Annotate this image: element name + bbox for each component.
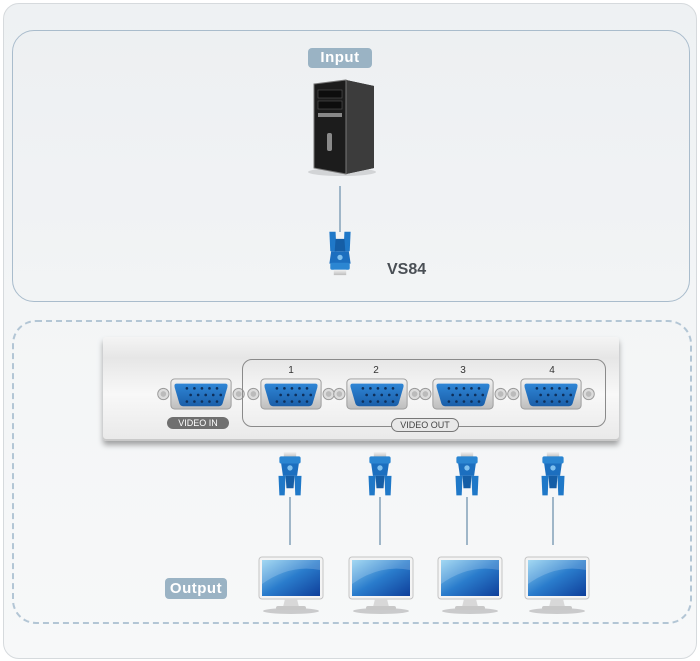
port-number-2: 2 xyxy=(373,365,379,376)
video-out-port-1-icon xyxy=(245,378,337,410)
monitor-3-icon xyxy=(437,556,503,614)
vga-plug-output-2-icon xyxy=(365,452,395,498)
vga-plug-output-1-icon xyxy=(275,452,305,498)
port-number-1: 1 xyxy=(288,365,294,376)
monitor-4-icon xyxy=(524,556,590,614)
output-panel xyxy=(12,320,692,624)
port-number-4: 4 xyxy=(549,365,555,376)
monitor-2-icon xyxy=(348,556,414,614)
video-out-port-3-icon xyxy=(417,378,509,410)
input-cable xyxy=(339,186,341,232)
output-cable-2 xyxy=(379,497,381,545)
monitor-1-icon xyxy=(258,556,324,614)
video-out-port-4-icon xyxy=(505,378,597,410)
output-cable-1 xyxy=(289,497,291,545)
vs84-switch: VIDEO IN 1 2 3 4 VIDEO OUT xyxy=(103,337,619,441)
video-out-label: VIDEO OUT xyxy=(391,418,459,432)
output-cable-4 xyxy=(552,497,554,545)
model-label: VS84 xyxy=(387,261,427,278)
output-tag: Output xyxy=(165,578,227,599)
video-in-port-icon xyxy=(155,378,247,410)
vga-plug-input-icon xyxy=(325,230,355,276)
vga-plug-output-4-icon xyxy=(538,452,568,498)
vga-plug-output-3-icon xyxy=(452,452,482,498)
output-cable-3 xyxy=(466,497,468,545)
port-number-3: 3 xyxy=(460,365,466,376)
computer-tower-icon xyxy=(308,79,376,176)
video-out-port-2-icon xyxy=(331,378,423,410)
input-tag: Input xyxy=(308,48,372,68)
video-in-label: VIDEO IN xyxy=(167,417,229,429)
